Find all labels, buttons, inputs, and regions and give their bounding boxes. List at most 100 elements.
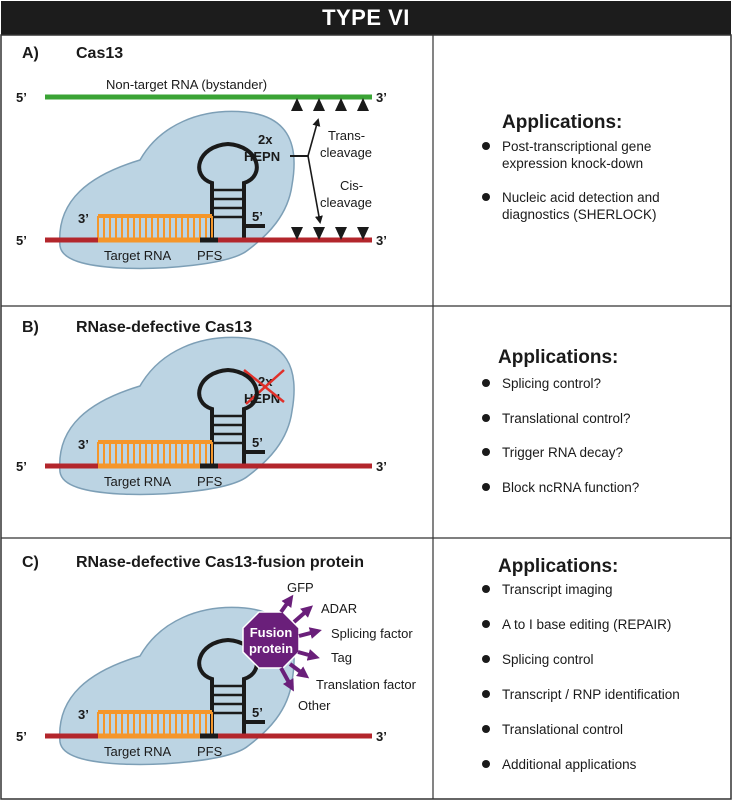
crrna-5prime: 5’: [252, 435, 263, 450]
hepn-count: 2x: [258, 132, 273, 147]
bullet: [482, 585, 490, 593]
bullet: [482, 414, 490, 422]
target-3prime: 3’: [376, 729, 387, 744]
bullet: [482, 142, 490, 150]
target-5prime: 5’: [16, 459, 27, 474]
cis-cleavage-mark: [313, 227, 325, 240]
panel-c-app-item: Transcript / RNP identification: [502, 687, 680, 702]
cis-cleavage-marks: [291, 227, 369, 240]
panel-b-app-item: Block ncRNA function?: [502, 480, 639, 495]
effector-label: Translation factor: [316, 677, 417, 692]
effector-label: Splicing factor: [331, 626, 413, 641]
panel-a: A) Cas13 5’ 3’ Non-target RNA (bystander…: [16, 45, 660, 270]
effector-arrow: [288, 662, 310, 679]
panel-b-title: RNase-defective Cas13: [76, 319, 252, 336]
bullet: [482, 760, 490, 768]
target-3prime: 3’: [376, 233, 387, 248]
figure-header: TYPE VI: [1, 1, 731, 35]
trans-cleavage-mark: [291, 98, 303, 111]
cas13-protein: [59, 110, 295, 270]
effector-arrow: [297, 649, 320, 661]
fusion-label-1: Fusion: [250, 625, 293, 640]
panel-b-app-item: Trigger RNA decay?: [502, 445, 623, 460]
panel-a-app-item: Nucleic acid detection and: [502, 190, 660, 205]
trans-cleavage-mark: [335, 98, 347, 111]
bullet: [482, 655, 490, 663]
effector-label: GFP: [287, 580, 314, 595]
target-5prime: 5’: [16, 729, 27, 744]
bullet: [482, 483, 490, 491]
header-title: TYPE VI: [322, 5, 410, 30]
trans-arrow: [307, 118, 321, 157]
panel-c: C) RNase-defective Cas13-fusion protein …: [16, 554, 680, 772]
nontarget-5prime: 5’: [16, 90, 27, 105]
cas13-protein: [59, 606, 295, 766]
bullet: [482, 193, 490, 201]
effector-labels: GFP ADAR Splicing factor Tag Translation…: [287, 580, 417, 713]
effector-arrows: [279, 594, 322, 692]
panel-b: B) RNase-defective Cas13 2x HEPN 5’: [16, 319, 639, 496]
crrna-hairpin: [197, 637, 265, 734]
crrna-5prime: 5’: [252, 705, 263, 720]
crrna-spacer: [97, 710, 213, 734]
bullet: [482, 725, 490, 733]
effector-arrow: [279, 667, 294, 692]
effector-arrow: [279, 594, 294, 614]
hepn-inactivated-cross: [243, 369, 285, 405]
bullet: [482, 690, 490, 698]
crrna-3prime: 3’: [78, 437, 89, 452]
panel-a-title: Cas13: [76, 45, 123, 62]
panel-grid: [0, 34, 732, 800]
panel-b-app-item: Translational control?: [502, 411, 631, 426]
trans-cleavage-mark: [357, 98, 369, 111]
effector-arrow: [292, 605, 314, 624]
nontarget-3prime: 3’: [376, 90, 387, 105]
panel-c-apps-title: Applications:: [498, 556, 618, 577]
hepn-label: HEPN: [244, 149, 280, 164]
crrna-spacer: [97, 440, 213, 464]
crrna-spacer: [97, 214, 213, 238]
cas13-protein: [59, 336, 295, 496]
panel-b-apps-title: Applications:: [498, 347, 618, 368]
effector-label: ADAR: [321, 601, 357, 616]
panel-b-app-item: Splicing control?: [502, 376, 601, 391]
effector-label: Other: [298, 698, 331, 713]
target-3prime: 3’: [376, 459, 387, 474]
target-rna-label: Target RNA: [104, 474, 172, 489]
crrna-3prime: 3’: [78, 707, 89, 722]
cis-label-1: Cis-: [340, 178, 363, 193]
trans-cleavage-mark: [313, 98, 325, 111]
nontarget-label: Non-target RNA (bystander): [106, 77, 267, 92]
target-rna-label: Target RNA: [104, 744, 172, 759]
effector-label: Tag: [331, 650, 352, 665]
target-rna-label: Target RNA: [104, 248, 172, 263]
panel-c-app-item: Transcript imaging: [502, 582, 613, 597]
cis-label-2: cleavage: [320, 195, 372, 210]
panel-a-app-item: diagnostics (SHERLOCK): [502, 207, 657, 222]
panel-a-app-item: expression knock-down: [502, 156, 643, 171]
panel-c-title: RNase-defective Cas13-fusion protein: [76, 554, 364, 571]
target-5prime: 5’: [16, 233, 27, 248]
pfs-label: PFS: [197, 474, 223, 489]
panel-c-app-item: A to I base editing (REPAIR): [502, 617, 671, 632]
pfs-label: PFS: [197, 744, 223, 759]
trans-label-2: cleavage: [320, 145, 372, 160]
panel-a-letter: A): [22, 45, 39, 62]
effector-arrow: [298, 627, 322, 639]
crrna-5prime: 5’: [252, 209, 263, 224]
crrna-hairpin: [197, 141, 265, 238]
panel-c-app-item: Additional applications: [502, 757, 637, 772]
cis-cleavage-mark: [357, 227, 369, 240]
panel-b-letter: B): [22, 319, 39, 336]
bullet: [482, 448, 490, 456]
panel-a-apps-title: Applications:: [502, 112, 622, 133]
trans-label-1: Trans-: [328, 128, 365, 143]
crrna-hairpin: [197, 367, 265, 464]
panel-c-app-item: Splicing control: [502, 652, 594, 667]
cis-arrow: [307, 155, 323, 224]
fusion-protein-octagon: [242, 611, 300, 669]
panel-c-app-item: Translational control: [502, 722, 623, 737]
bullet: [482, 620, 490, 628]
crrna-3prime: 3’: [78, 211, 89, 226]
